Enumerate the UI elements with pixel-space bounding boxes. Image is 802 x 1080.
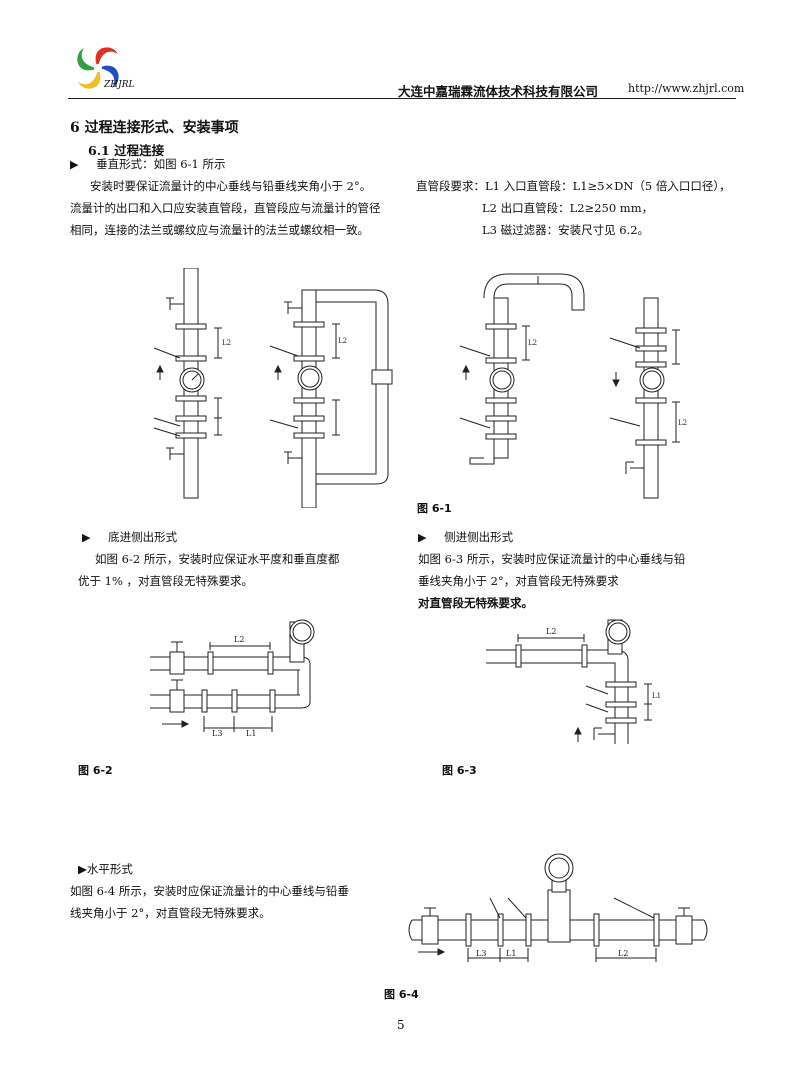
bullet-triangle-icon: ▶ bbox=[82, 531, 91, 544]
fig62-l3-label: L3 bbox=[212, 729, 222, 738]
fig62-l1-label: L1 bbox=[246, 729, 256, 738]
figure-6-1-diagram: L2 L2 L2 bbox=[153, 268, 687, 508]
bullet-triangle-icon: ▶ bbox=[70, 158, 79, 171]
fig62-l2-label: L2 bbox=[234, 635, 244, 644]
side-side-heading-row: ▶ 侧进侧出形式 bbox=[418, 526, 513, 549]
bottom-side-heading-row: ▶ 底进侧出形式 bbox=[82, 526, 177, 549]
vertical-heading: 垂直形式：如图 6-1 所示 bbox=[96, 157, 226, 171]
figure-6-4-diagram: L3 L1 L2 bbox=[408, 853, 708, 962]
logo-swirl-icon bbox=[73, 43, 123, 93]
bottom-side-line-2: 优于 1% ，对直管段无特殊要求。 bbox=[78, 574, 254, 588]
side-side-line-3: 对直管段无特殊要求。 bbox=[418, 596, 533, 610]
side-side-line-2: 垂线夹角小于 2°，对直管段无特殊要求 bbox=[418, 574, 619, 588]
vertical-line-3: 相同，连接的法兰或螺纹应与流量计的法兰或螺纹相一致。 bbox=[70, 223, 369, 237]
requirement-line-3: L3 磁过滤器：安装尺寸见 6.2。 bbox=[482, 223, 650, 237]
figure-6-3-caption: 图 6-3 bbox=[442, 764, 477, 777]
bullet-triangle-icon: ▶ bbox=[418, 531, 427, 544]
fig61b-l2-label: L2 bbox=[338, 337, 347, 345]
horizontal-line-2: 线夹角小于 2°，对直管段无特殊要求。 bbox=[70, 906, 271, 920]
bottom-side-line-1: 如图 6-2 所示，安装时应保证水平度和垂直度都 bbox=[95, 552, 340, 566]
figure-6-3-diagram: L2 L1 bbox=[486, 619, 661, 744]
fig61-c: L2 bbox=[459, 273, 585, 465]
vertical-line-2: 流量计的出口和入口应安装直管段，直管段应与流量计的管径 bbox=[70, 201, 381, 215]
side-side-line-1: 如图 6-3 所示，安装时应保证流量计的中心垂线与铅 bbox=[418, 552, 686, 566]
figure-6-1-caption: 图 6-1 bbox=[417, 502, 452, 515]
subsection-title: 6.1 过程连接 bbox=[88, 143, 165, 158]
figure-6-2-caption: 图 6-2 bbox=[78, 764, 113, 777]
fig61-a: L2 bbox=[153, 268, 231, 499]
fig64-l3-label: L3 bbox=[476, 949, 486, 958]
fig64-l1-label: L1 bbox=[506, 949, 516, 958]
fig63-l2-label: L2 bbox=[546, 627, 556, 636]
fig61-b: L2 bbox=[269, 289, 393, 508]
fig61-d: L2 bbox=[609, 297, 687, 499]
fig64-l2-label: L2 bbox=[618, 949, 628, 958]
figure-6-4-caption: 图 6-4 bbox=[384, 988, 419, 1001]
fig61c-l2-label: L2 bbox=[528, 339, 537, 347]
bottom-side-heading: 底进侧出形式 bbox=[108, 530, 178, 544]
requirement-line-2: L2 出口直管段：L2≥250 mm， bbox=[482, 201, 654, 215]
vertical-line-1: 安装时要保证流量计的中心垂线与铅垂线夹角小于 2°。 bbox=[90, 179, 372, 193]
horizontal-heading: ▶水平形式 bbox=[78, 862, 133, 876]
header-divider bbox=[68, 98, 736, 99]
section-title: 6 过程连接形式、安装事项 bbox=[70, 120, 239, 136]
fig61a-l2-label: L2 bbox=[222, 339, 231, 347]
figure-6-2-diagram: L2 L3 L1 bbox=[150, 619, 315, 738]
fig63-l1-label: L1 bbox=[652, 692, 661, 700]
side-side-heading: 侧进侧出形式 bbox=[444, 530, 514, 544]
company-name: 大连中嘉瑞霖流体技术科技有限公司 bbox=[398, 84, 599, 99]
logo bbox=[70, 40, 126, 96]
company-url[interactable]: http://www.zhjrl.com bbox=[628, 82, 745, 95]
requirement-line-1: 直管段要求：L1 入口直管段：L1≥5×DN（5 倍入口口径）， bbox=[416, 179, 731, 193]
horizontal-line-1: 如图 6-4 所示，安装时应保证流量计的中心垂线与铅垂 bbox=[70, 884, 349, 898]
fig61d-l2-label: L2 bbox=[678, 419, 687, 427]
vertical-heading-row: ▶ 垂直形式：如图 6-1 所示 bbox=[70, 153, 225, 176]
page-number: 5 bbox=[397, 1018, 405, 1032]
logo-text: ZHJRL bbox=[104, 80, 135, 90]
